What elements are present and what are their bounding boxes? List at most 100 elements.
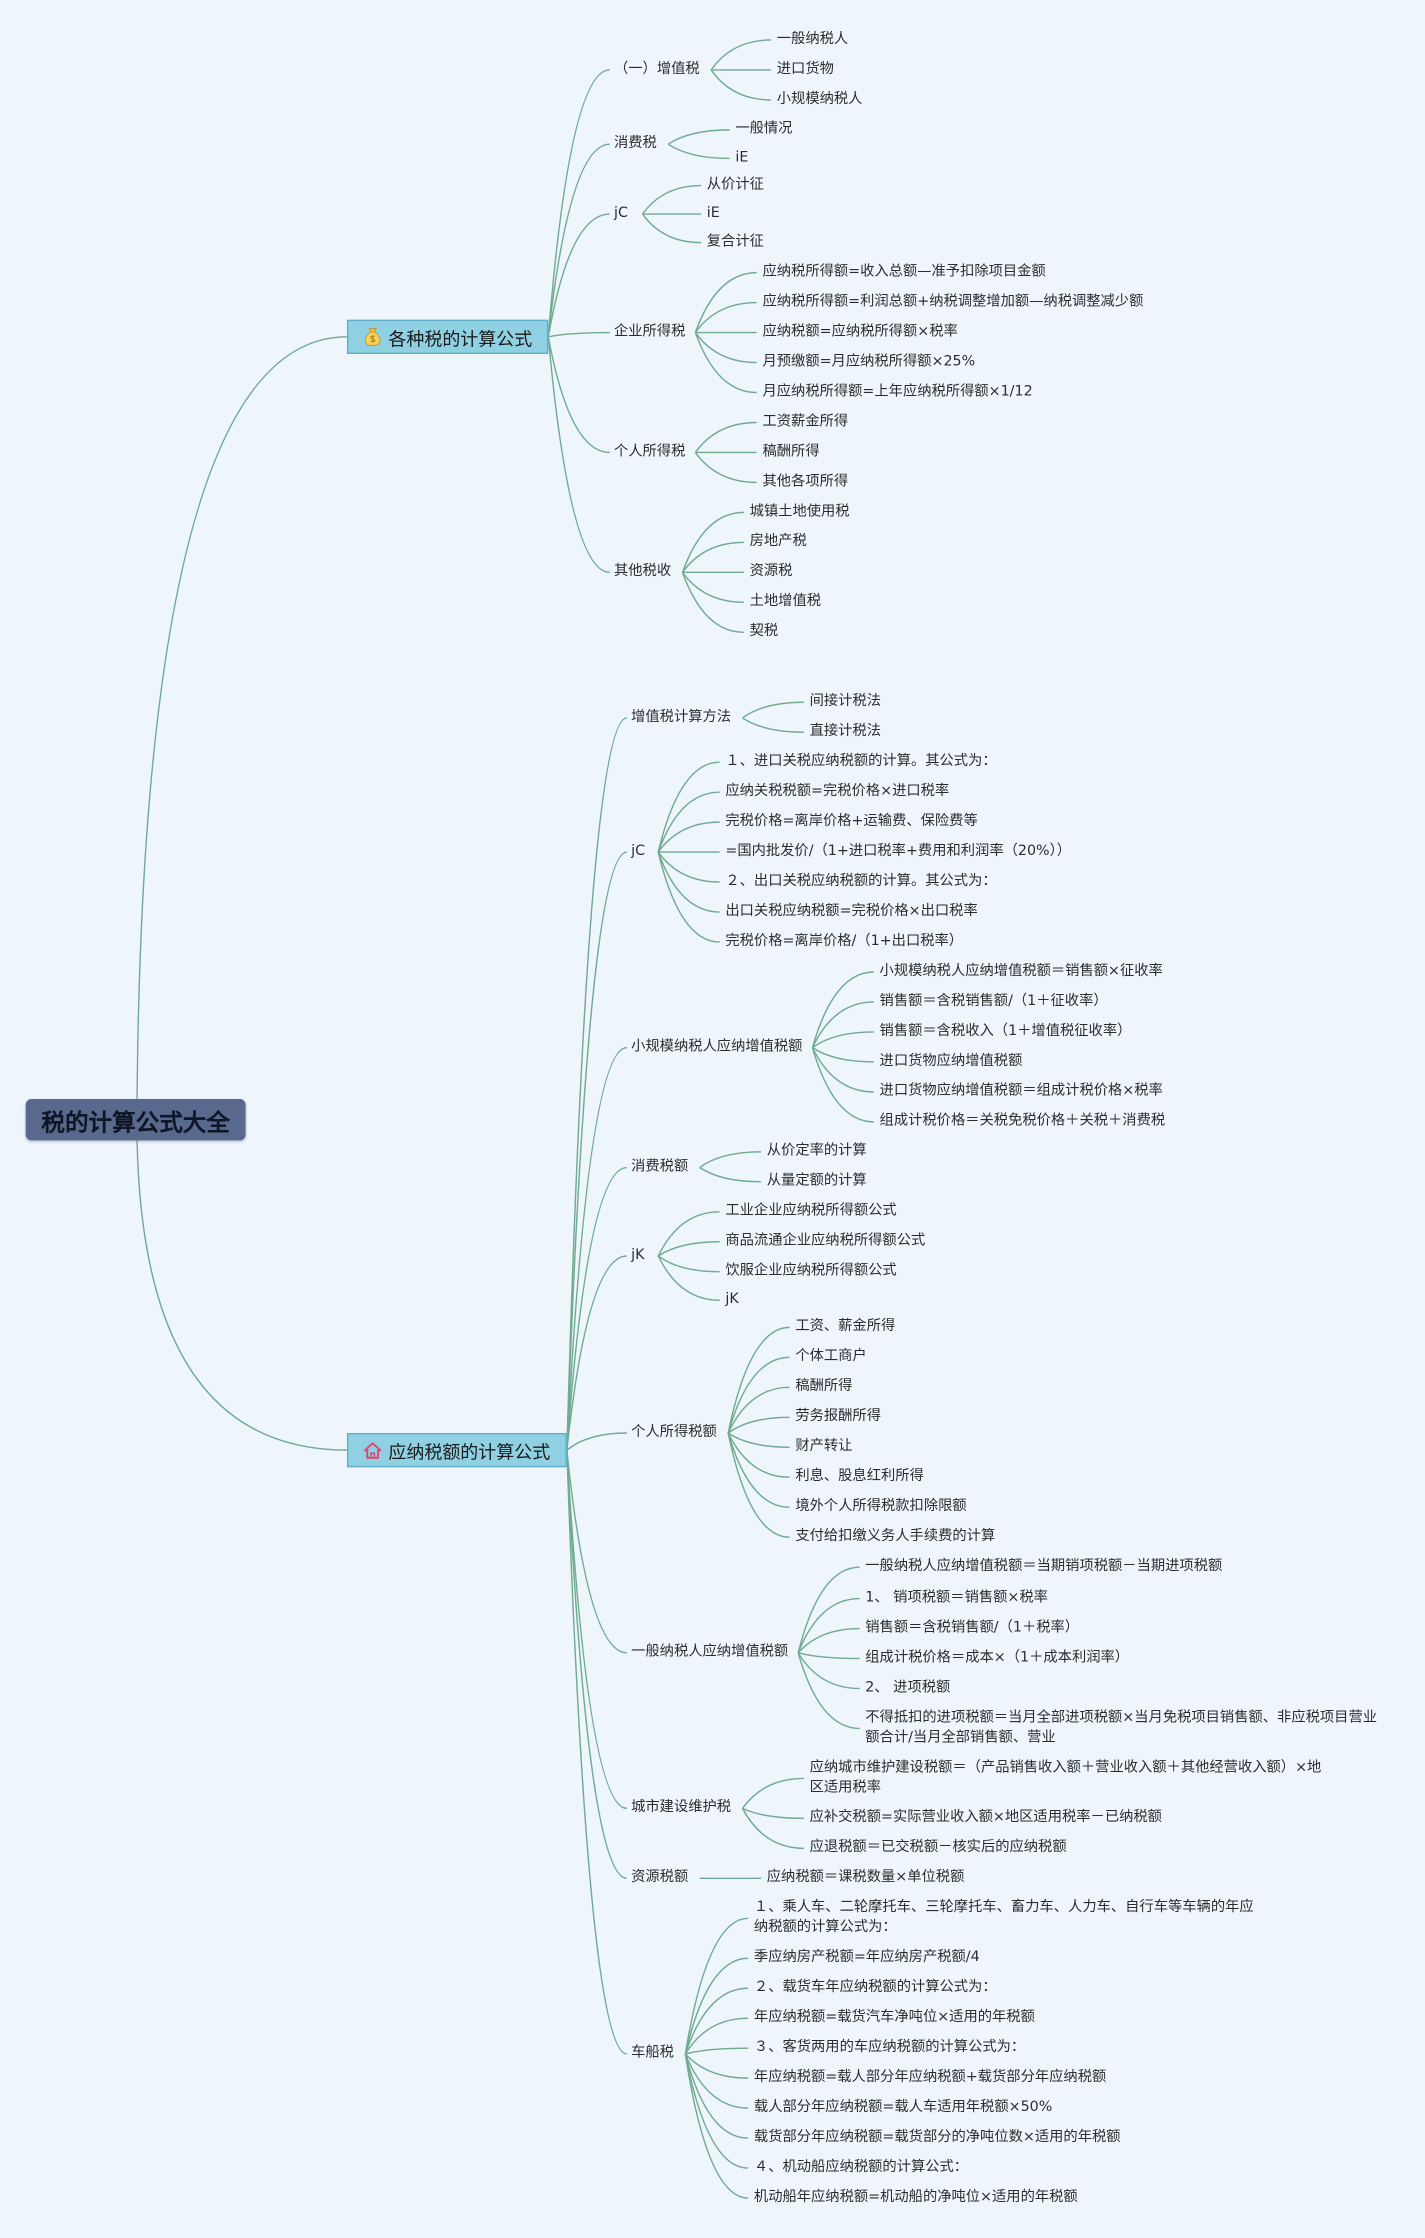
leaf-connector <box>727 1326 790 1434</box>
leaf-connector <box>684 2053 749 2109</box>
branch-connector <box>566 851 627 1451</box>
leaf-topic: iE <box>706 205 720 222</box>
subtopic: 车船税 <box>631 2045 674 2062</box>
leaf-topic: 应纳税所得额=收入总额—准予扣除项目金额 <box>762 264 1046 280</box>
leaf-topic: ２、载货车年应纳税额的计算公式为： <box>753 1979 997 1996</box>
leaf-topic: 进口货物应纳增值税额 <box>879 1053 1023 1070</box>
leaf-connector <box>811 1001 874 1048</box>
leaf-topic: 城镇土地使用税 <box>749 503 850 520</box>
leaf-connector <box>699 1166 762 1183</box>
leaf-connector <box>657 1241 720 1257</box>
subtopic: 资源税额 <box>631 1869 689 1886</box>
leaf-topic: 稿酬所得 <box>795 1378 853 1395</box>
branch-connector <box>566 1450 627 1880</box>
leaf-connector <box>667 143 730 160</box>
leaf-topic: 间接计税法 <box>809 693 881 710</box>
house-icon <box>363 1440 383 1460</box>
leaf-topic: 月应纳税所得额=上年应纳税所得额×1/12 <box>762 383 1033 400</box>
leaf-topic: iE <box>735 149 749 166</box>
leaf-connector <box>710 69 772 101</box>
leaf-topic: １、进口关税应纳税额的计算。其公式为： <box>725 753 997 770</box>
leaf-topic: 应纳税额=应纳税所得额×税率 <box>762 323 958 340</box>
leaf-topic: 不得抵扣的进项税额＝当月全部进项税额×当月免税项目销售额、非应税项目营业额合计/… <box>865 1709 1378 1746</box>
leaf-connector <box>797 1652 860 1730</box>
leaf-connector <box>657 761 720 853</box>
branch-connector <box>548 331 610 338</box>
leaf-connector <box>727 1432 790 1448</box>
leaf-connector <box>727 1432 790 1478</box>
central-topic-label: 税的计算公式大全 <box>41 1108 230 1136</box>
leaf-topic: 完税价格=离岸价格+运输费、保险费等 <box>725 813 978 830</box>
leaf-connector <box>681 572 744 634</box>
leaf-topic: 直接计税法 <box>809 723 881 740</box>
leaf-topic: 销售额＝含税销售额/（1＋征收率） <box>879 993 1108 1010</box>
leaf-topic: 工资、薪金所得 <box>795 1318 896 1335</box>
leaf-connector <box>694 271 757 333</box>
leaf-connector <box>727 1356 790 1434</box>
main-topic-tax-payable-formulas: 应纳税额的计算公式 <box>346 1433 567 1468</box>
leaf-connector <box>797 1652 860 1660</box>
leaf-topic: １、乘人车、二轮摩托车、三轮摩托车、畜力车、人力车、自行车等车辆的年应纳税额的计… <box>753 1899 1254 1936</box>
leaf-connector <box>657 1211 720 1257</box>
leaf-connector <box>797 1652 860 1690</box>
leaf-connector <box>797 1597 860 1654</box>
leaf-connector <box>684 1917 749 2054</box>
leaf-connector <box>741 1777 804 1809</box>
leaf-connector <box>667 129 730 145</box>
leaf-topic: 月预缴额=月应纳税所得额×25% <box>762 353 976 370</box>
leaf-connector <box>657 851 720 943</box>
leaf-connector <box>742 717 804 733</box>
leaf-topic: =国内批发价/（1+进口税率+费用和利润率（20%）） <box>725 843 1072 860</box>
leaf-topic: 一般情况 <box>735 121 793 138</box>
leaf-connector <box>741 1808 804 1850</box>
leaf-connector <box>797 1627 860 1654</box>
leaf-connector <box>811 971 874 1048</box>
leaf-topic: 载货部分年应纳税额=载货部分的净吨位数×适用的年税额 <box>753 2129 1121 2146</box>
leaf-connector <box>699 1151 762 1169</box>
leaf-topic: 一般纳税人应纳增值税额＝当期销项税额－当期进项税额 <box>865 1558 1223 1575</box>
leaf-topic: 劳务报酬所得 <box>795 1408 881 1425</box>
leaf-connector <box>657 821 720 853</box>
leaf-topic: 应退税额＝已交税额－核实后的应纳税额 <box>809 1839 1067 1856</box>
leaf-connector <box>694 301 757 333</box>
leaf-topic: 其他各项所得 <box>762 473 849 490</box>
leaf-topic: 年应纳税额=载货汽车净吨位×适用的年税额 <box>753 2009 1035 2026</box>
branch-connector <box>566 717 627 1451</box>
leaf-connector <box>685 2047 749 2055</box>
leaf-topic: 从量定额的计算 <box>766 1173 867 1189</box>
leaf-topic: ３、客货两用的车应纳税额的计算公式为： <box>753 2039 1026 2056</box>
leaf-connector <box>684 1987 749 2055</box>
leaf-connector <box>657 851 720 883</box>
subtopic: 一般纳税人应纳增值税额 <box>631 1644 789 1660</box>
leaf-topic: ４、机动船应纳税额的计算公式： <box>753 2159 969 2176</box>
leaf-topic: 资源税 <box>749 563 793 580</box>
leaf-topic: 应纳关税税额=完税价格×进口税率 <box>725 783 950 800</box>
leaf-connector <box>684 1957 749 2055</box>
leaf-connector <box>742 701 804 719</box>
leaf-topic: 载人部分年应纳税额=载人车适用年税额×50% <box>753 2099 1053 2116</box>
leaf-connector <box>657 1255 720 1273</box>
leaf-connector <box>727 1432 790 1538</box>
leaf-topic: jK <box>725 1291 739 1308</box>
leaf-topic: 稿酬所得 <box>762 443 820 460</box>
main-topic-label: 各种税的计算公式 <box>388 327 533 349</box>
leaf-topic: 季应纳房产税额=年应纳房产税额/4 <box>753 1949 980 1966</box>
leaf-connector <box>727 1386 790 1434</box>
leaf-topic: 完税价格=离岸价格/（1+出口税率） <box>725 933 964 950</box>
leaf-topic: 进口货物应纳增值税额＝组成计税价格×税率 <box>879 1083 1163 1100</box>
money-bag-icon <box>363 327 383 347</box>
leaf-connector <box>684 2053 749 2139</box>
leaf-topic: 复合计征 <box>706 234 764 250</box>
subtopic: 消费税额 <box>631 1158 689 1175</box>
subtopic: jC <box>613 205 628 222</box>
branch-connector <box>547 213 610 337</box>
leaf-connector <box>727 1416 790 1434</box>
subtopic: 个人所得税 <box>613 443 686 460</box>
leaf-connector <box>694 452 757 484</box>
leaf-connector <box>694 332 757 364</box>
leaf-connector <box>684 2053 749 2169</box>
leaf-connector <box>657 1255 720 1301</box>
leaf-connector <box>684 2053 749 2079</box>
